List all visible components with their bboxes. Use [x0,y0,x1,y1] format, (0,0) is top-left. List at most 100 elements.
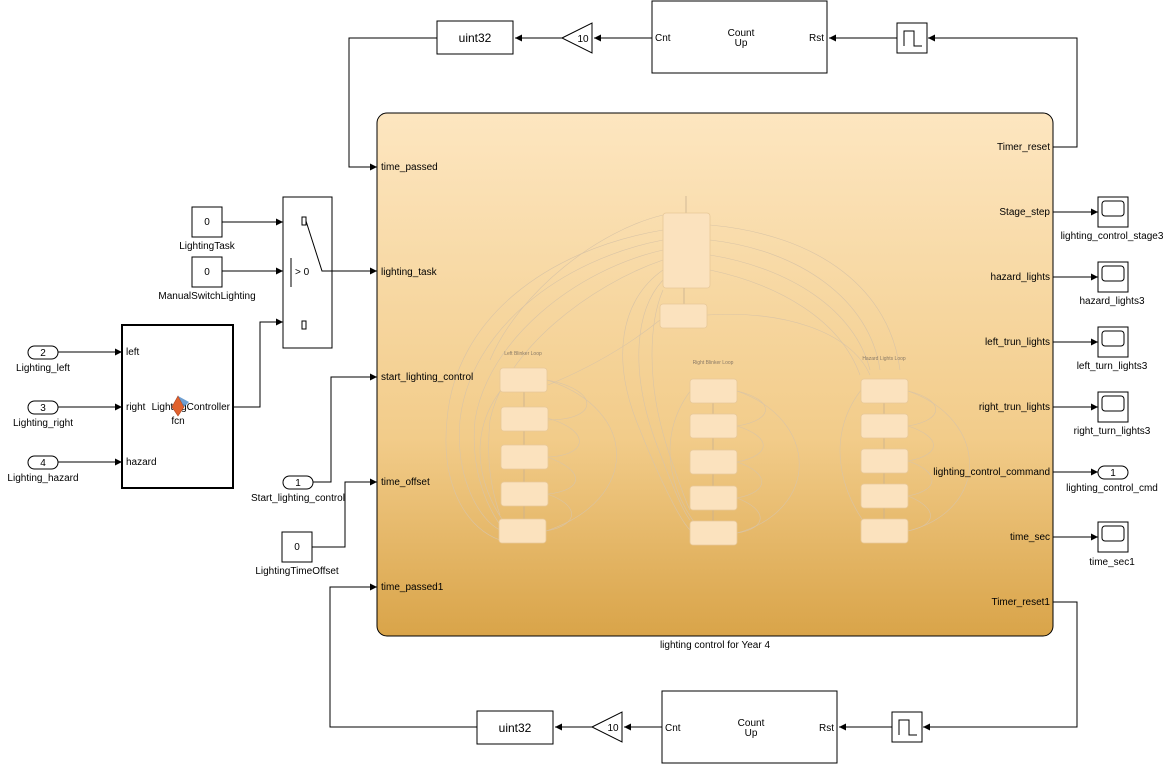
bottom-timer-loop: uint32 10 Cnt Count Up Rst [329,583,1078,764]
left-blinker-loop-label: Left Blinker Loop [504,351,542,357]
lighting-time-offset-constant[interactable] [281,531,313,563]
chart-out-port: Timer_reset [997,142,1050,153]
scope-time[interactable]: time_sec1 [1089,521,1135,568]
fcn-out-label: LightingController [152,402,231,413]
bottom-gain-block[interactable] [590,711,623,743]
lighting-time-offset-label: LightingTimeOffset [255,566,339,577]
hazard-loop-state[interactable] [860,413,909,439]
right-loop-state[interactable] [689,520,738,546]
top-counter-rst-port: Rst [809,33,824,44]
top-gain-block[interactable] [560,22,593,54]
hazard-loop-state[interactable] [860,518,909,544]
lighting-hazard-label: Lighting_hazard [7,473,78,484]
right-loop-state[interactable] [689,449,738,475]
lighting-control-chart-block[interactable] [376,112,1054,637]
chart-init-state[interactable] [659,303,708,329]
chart-out-port: Timer_reset1 [991,597,1050,608]
scope-stage[interactable]: lighting_control_stage3 [1061,196,1164,242]
top-data-type-conversion-block[interactable] [436,20,514,55]
left-loop-state[interactable] [498,518,547,544]
left-inputs: 0 LightingTask 0 ManualSwitchLighting > … [7,196,377,577]
chart-out-port: time_sec [1010,532,1050,543]
manual-switch-constant[interactable] [191,256,223,288]
scope-hazard[interactable]: hazard_lights3 [1079,261,1145,307]
fcn-in-left: left [126,347,140,358]
start-lighting-control-port-number: 1 [295,478,301,489]
lighting-right-label: Lighting_right [13,418,73,429]
right-blinker-loop-label: Right Blinker Loop [693,360,734,366]
stateflow-chart: Left Blinker Loop Right Blinker Loop Haz… [376,112,1054,651]
chart-in-port: time_offset [381,477,430,488]
bottom-edge-detect-block[interactable] [891,711,923,743]
bottom-counter-title-1: Count [738,718,765,729]
lighting-task-value: 0 [204,217,210,228]
fcn-in-hazard: hazard [126,457,157,468]
bottom-convert-label: uint32 [499,721,532,735]
right-loop-state[interactable] [689,413,738,439]
right-blinker-loop [689,378,738,546]
right-outputs: lighting_control_stage3 hazard_lights3 l… [1053,196,1164,568]
bottom-counter-cnt-port: Cnt [665,723,681,734]
left-loop-state[interactable] [500,406,549,432]
bottom-pulse-icon [898,719,917,736]
chart-in-port: start_lighting_control [381,372,473,383]
matlab-function-icon [171,395,189,417]
manual-switch-label: ManualSwitchLighting [158,291,255,302]
start-lighting-control-label: Start_lighting_control [251,493,345,504]
top-counter-title-1: Count [728,28,755,39]
chart-in-port: lighting_task [381,267,438,278]
chart-in-port: time_passed [381,162,438,173]
scope-right-label: right_turn_lights3 [1074,426,1151,437]
lighting-hazard-port-number: 4 [40,458,46,469]
right-loop-state[interactable] [689,378,738,404]
lighting-control-cmd-label: lighting_control_cmd [1066,483,1158,494]
top-counter-title-2: Up [735,38,748,49]
lighting-task-label: LightingTask [179,241,236,252]
scope-right[interactable]: right_turn_lights3 [1074,391,1151,437]
chart-out-port: hazard_lights [991,272,1050,283]
hazard-lights-loop-label: Hazard Lights Loop [862,356,906,362]
lighting-time-offset-value: 0 [294,542,300,553]
hazard-loop-state[interactable] [860,448,909,474]
manual-switch-value: 0 [204,267,210,278]
chart-transitions [445,214,970,541]
switch-threshold-label: > 0 [295,267,310,278]
hazard-loop-state[interactable] [860,483,909,509]
chart-name: lighting control for Year 4 [660,640,771,651]
bottom-counter-block[interactable] [661,690,838,764]
left-loop-state[interactable] [500,444,549,470]
lighting-task-constant[interactable] [191,206,223,238]
left-blinker-loop [498,367,549,544]
fcn-name: fcn [171,416,184,427]
top-counter-block[interactable] [651,0,828,74]
top-convert-label: uint32 [459,31,492,45]
switch-input-1-marker [301,216,307,226]
chart-out-port: right_trun_lights [979,402,1050,413]
right-loop-state[interactable] [689,485,738,511]
scope-stage-label: lighting_control_stage3 [1061,231,1164,242]
chart-out-port: Stage_step [999,207,1050,218]
chart-out-port: left_trun_lights [985,337,1050,348]
lighting-control-cmd-port-number: 1 [1110,468,1116,479]
left-loop-state[interactable] [500,481,549,507]
fcn-in-right: right [126,402,146,413]
top-gain-value: 10 [577,34,589,45]
switch-lever [305,220,332,272]
scope-left[interactable]: left_turn_lights3 [1077,326,1148,372]
lighting-right-port-number: 3 [40,403,46,414]
chart-out-port: lighting_control_command [933,467,1050,478]
top-edge-detect-block[interactable] [896,22,928,54]
hazard-loop-state[interactable] [860,378,909,404]
scope-left-label: left_turn_lights3 [1077,361,1148,372]
hazard-lights-loop [860,378,909,544]
bottom-counter-title-2: Up [745,728,758,739]
bottom-gain-value: 10 [607,723,619,734]
chart-in-port: time_passed1 [381,582,444,593]
lighting-left-port-number: 2 [40,348,46,359]
scope-time-label: time_sec1 [1089,557,1135,568]
left-loop-state[interactable] [499,367,548,393]
top-pulse-icon [903,30,922,47]
lighting-left-label: Lighting_left [16,363,70,374]
chart-main-state[interactable] [662,212,711,289]
